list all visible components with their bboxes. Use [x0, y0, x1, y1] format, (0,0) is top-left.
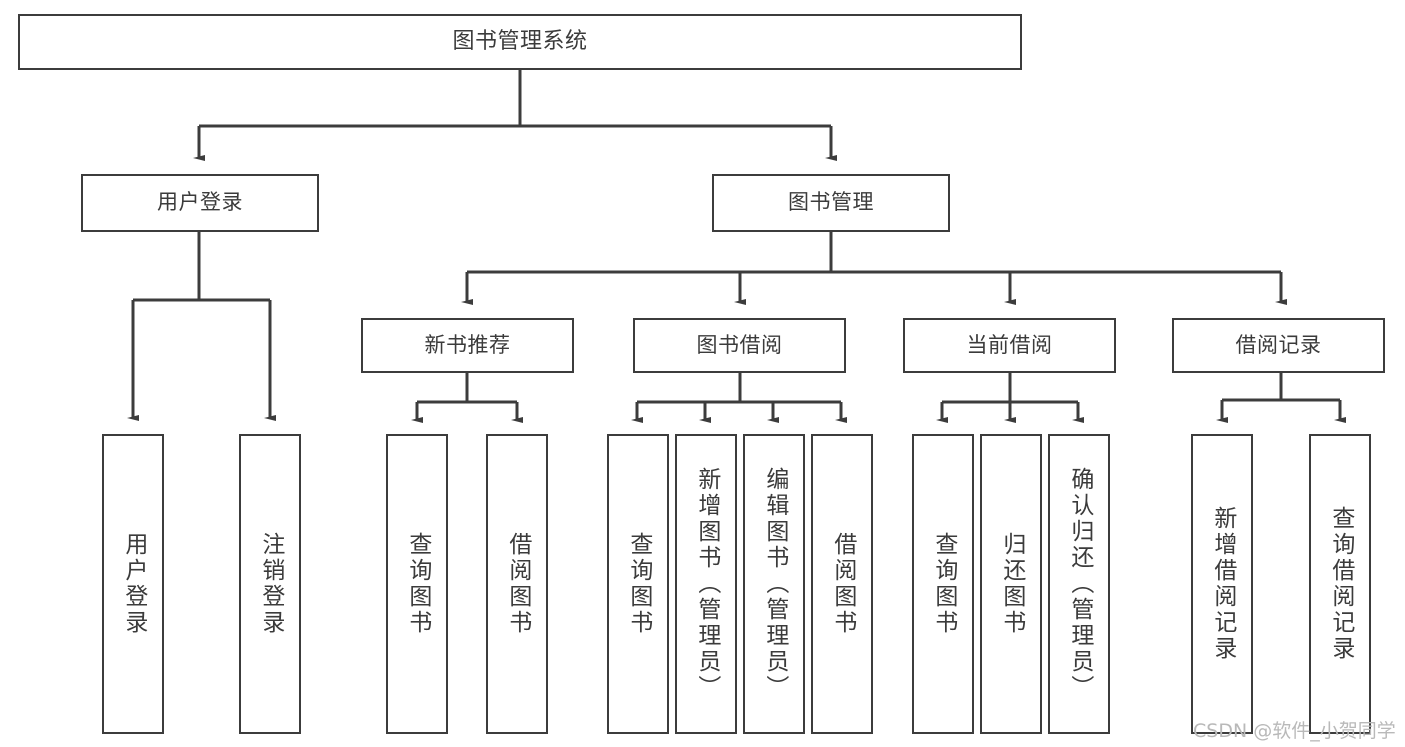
- node-label: 用户登录: [120, 532, 147, 636]
- node-current-borrow[interactable]: 当前借阅: [903, 318, 1116, 373]
- leaf-user-login-login[interactable]: 用户登录: [102, 434, 164, 734]
- leaf-user-login-logout[interactable]: 注销登录: [239, 434, 301, 734]
- leaf-current-borrow-query[interactable]: 查询图书: [912, 434, 974, 734]
- node-label: 编辑图书（管理员）: [761, 467, 788, 701]
- node-label: 新增借阅记录: [1209, 506, 1236, 662]
- node-label: 借阅图书: [504, 532, 531, 636]
- node-borrow-record[interactable]: 借阅记录: [1172, 318, 1385, 373]
- node-root-book-management-system[interactable]: 图书管理系统: [18, 14, 1022, 70]
- leaf-borrow-record-query[interactable]: 查询借阅记录: [1309, 434, 1371, 734]
- node-label: 用户登录: [157, 190, 243, 215]
- node-label: 借阅记录: [1235, 332, 1322, 357]
- node-label: 图书管理: [788, 190, 874, 215]
- leaf-current-borrow-return[interactable]: 归还图书: [980, 434, 1042, 734]
- csdn-watermark: CSDN @软件_小贺同学: [1193, 720, 1396, 742]
- node-label: 查询图书: [930, 532, 957, 636]
- node-label: 图书借阅: [696, 332, 783, 357]
- leaf-book-borrow-borrow[interactable]: 借阅图书: [811, 434, 873, 734]
- leaf-new-book-query[interactable]: 查询图书: [386, 434, 448, 734]
- node-label: 新增图书（管理员）: [693, 467, 720, 701]
- node-label: 确认归还（管理员）: [1066, 467, 1093, 701]
- node-user-login[interactable]: 用户登录: [81, 174, 319, 232]
- node-label: 归还图书: [998, 532, 1025, 636]
- leaf-book-borrow-add-admin[interactable]: 新增图书（管理员）: [675, 434, 737, 734]
- leaf-book-borrow-edit-admin[interactable]: 编辑图书（管理员）: [743, 434, 805, 734]
- node-book-borrow[interactable]: 图书借阅: [633, 318, 846, 373]
- node-label: 当前借阅: [966, 332, 1053, 357]
- leaf-new-book-borrow[interactable]: 借阅图书: [486, 434, 548, 734]
- leaf-book-borrow-query[interactable]: 查询图书: [607, 434, 669, 734]
- leaf-borrow-record-add[interactable]: 新增借阅记录: [1191, 434, 1253, 734]
- node-label: 新书推荐: [424, 332, 511, 357]
- node-label: 注销登录: [257, 532, 284, 636]
- node-label: 借阅图书: [829, 532, 856, 636]
- node-label: 查询借阅记录: [1327, 506, 1354, 662]
- node-book-management[interactable]: 图书管理: [712, 174, 950, 232]
- leaf-current-borrow-confirm-admin[interactable]: 确认归还（管理员）: [1048, 434, 1110, 734]
- node-label: 查询图书: [625, 532, 652, 636]
- node-label: 查询图书: [404, 532, 431, 636]
- node-new-book-recommend[interactable]: 新书推荐: [361, 318, 574, 373]
- node-label: 图书管理系统: [452, 28, 588, 54]
